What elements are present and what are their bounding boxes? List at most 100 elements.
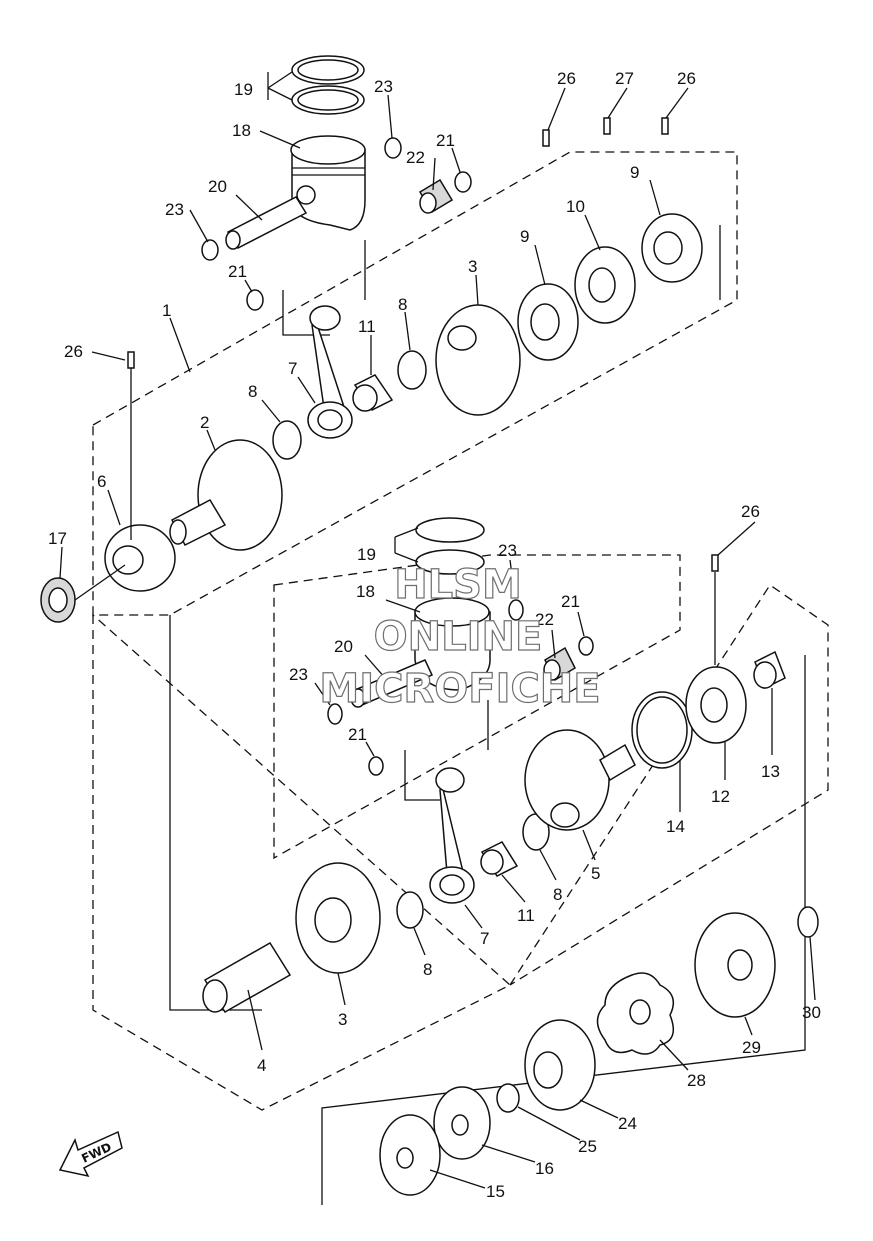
washer-icon [578, 636, 594, 656]
flywheel-boss-icon [524, 1019, 596, 1111]
dowel-pin-icon [127, 351, 135, 369]
bushing-icon [753, 650, 786, 690]
callout-28: 28 [687, 1071, 706, 1090]
circlip-icon [508, 599, 524, 621]
upper-crank-assembly-outline-lower [92, 613, 512, 1111]
piston-pin-icon [225, 196, 308, 250]
callout-21: 21 [561, 592, 580, 611]
callout-8: 8 [248, 382, 257, 401]
o-ring-icon [496, 1083, 520, 1113]
callout-7: 7 [288, 359, 297, 378]
callout-24: 24 [618, 1114, 637, 1133]
needle-bearing-icon [543, 646, 576, 682]
callout-9: 9 [630, 163, 639, 182]
bearing-race-icon [352, 374, 394, 412]
collar-nut-icon [574, 246, 636, 324]
callout-10: 10 [566, 197, 585, 216]
callout-8: 8 [553, 885, 562, 904]
piston-icon [290, 135, 366, 231]
callout-22: 22 [406, 148, 425, 167]
callout-27: 27 [615, 69, 634, 88]
washer-icon [454, 171, 472, 193]
callout-26: 26 [64, 342, 83, 361]
ball-bearing-icon [104, 524, 176, 592]
callout-3: 3 [468, 257, 477, 276]
callout-5: 5 [591, 864, 600, 883]
callout-20: 20 [208, 177, 227, 196]
watermark-line-3: MICROFICHE [319, 666, 600, 712]
callout-8: 8 [398, 295, 407, 314]
leader-lines [59, 71, 816, 1189]
watermark-line-2: ONLINE [374, 614, 543, 660]
watermark: HLSM ONLINE MICROFICHE [319, 561, 601, 712]
damper-icon [596, 972, 675, 1055]
piston-ring-icon [291, 55, 365, 115]
circlip-icon [327, 703, 343, 725]
snap-ring-icon [631, 691, 693, 769]
oil-seal-icon [40, 577, 76, 623]
coupling-icon [694, 912, 776, 1018]
callout-19: 19 [234, 80, 253, 99]
watermark-line-1: HLSM [394, 562, 522, 608]
callout-30: 30 [802, 1003, 821, 1022]
callout-18: 18 [356, 582, 375, 601]
callout-11: 11 [517, 906, 535, 925]
callout-labels: 19 18 20 23 23 22 21 21 3 9 10 9 26 27 2… [48, 69, 821, 1201]
callout-1: 1 [162, 301, 171, 320]
callout-13: 13 [761, 762, 780, 781]
callout-21: 21 [436, 131, 455, 150]
ball-bearing-icon [517, 283, 579, 361]
callout-7: 7 [480, 929, 489, 948]
callout-23: 23 [289, 665, 308, 684]
callout-25: 25 [578, 1137, 597, 1156]
thrust-plate-icon [433, 1086, 491, 1160]
callout-9: 9 [520, 227, 529, 246]
callout-14: 14 [666, 817, 685, 836]
circlip-icon [201, 239, 219, 261]
dowel-pin-icon [711, 554, 719, 572]
callout-21: 21 [348, 725, 367, 744]
callout-23: 23 [498, 541, 517, 560]
bracket-line-lower-pin [404, 750, 440, 801]
crank-half-icon [295, 862, 381, 974]
thrust-washer-icon [272, 420, 302, 460]
callout-11: 11 [358, 317, 376, 336]
crank-half-icon [169, 439, 283, 551]
bracket-line-upper [169, 615, 262, 1011]
callout-16: 16 [535, 1159, 554, 1178]
callout-6: 6 [97, 472, 106, 491]
bearing-race-icon [480, 841, 519, 877]
callout-18: 18 [232, 121, 251, 140]
dowel-pin-icon [603, 117, 611, 135]
pulley-icon [379, 1114, 441, 1196]
callout-8: 8 [423, 960, 432, 979]
washer-icon [368, 756, 384, 776]
callout-19: 19 [357, 545, 376, 564]
callout-3: 3 [338, 1010, 347, 1029]
circlip-icon [384, 137, 402, 159]
callout-4: 4 [257, 1056, 266, 1075]
callout-17: 17 [48, 529, 67, 548]
washer-icon [246, 289, 264, 311]
ball-bearing-icon [685, 666, 747, 744]
callout-23: 23 [374, 77, 393, 96]
callout-26: 26 [741, 502, 760, 521]
thrust-washer-icon [397, 350, 427, 390]
callout-15: 15 [486, 1182, 505, 1201]
callout-12: 12 [711, 787, 730, 806]
connecting-rod-icon [307, 305, 353, 439]
crank-pin-icon [202, 941, 292, 1014]
callout-29: 29 [742, 1038, 761, 1057]
crank-half-icon [435, 304, 521, 416]
ball-bearing-icon [641, 213, 703, 283]
connecting-rod-icon [429, 767, 475, 904]
piston-icon [414, 597, 491, 691]
callout-26: 26 [677, 69, 696, 88]
thrust-washer-icon [396, 891, 424, 929]
callout-2: 2 [200, 413, 209, 432]
callout-21: 21 [228, 262, 247, 281]
callout-22: 22 [535, 610, 554, 629]
piston-pin-icon [350, 659, 434, 708]
washer-icon [797, 906, 819, 938]
